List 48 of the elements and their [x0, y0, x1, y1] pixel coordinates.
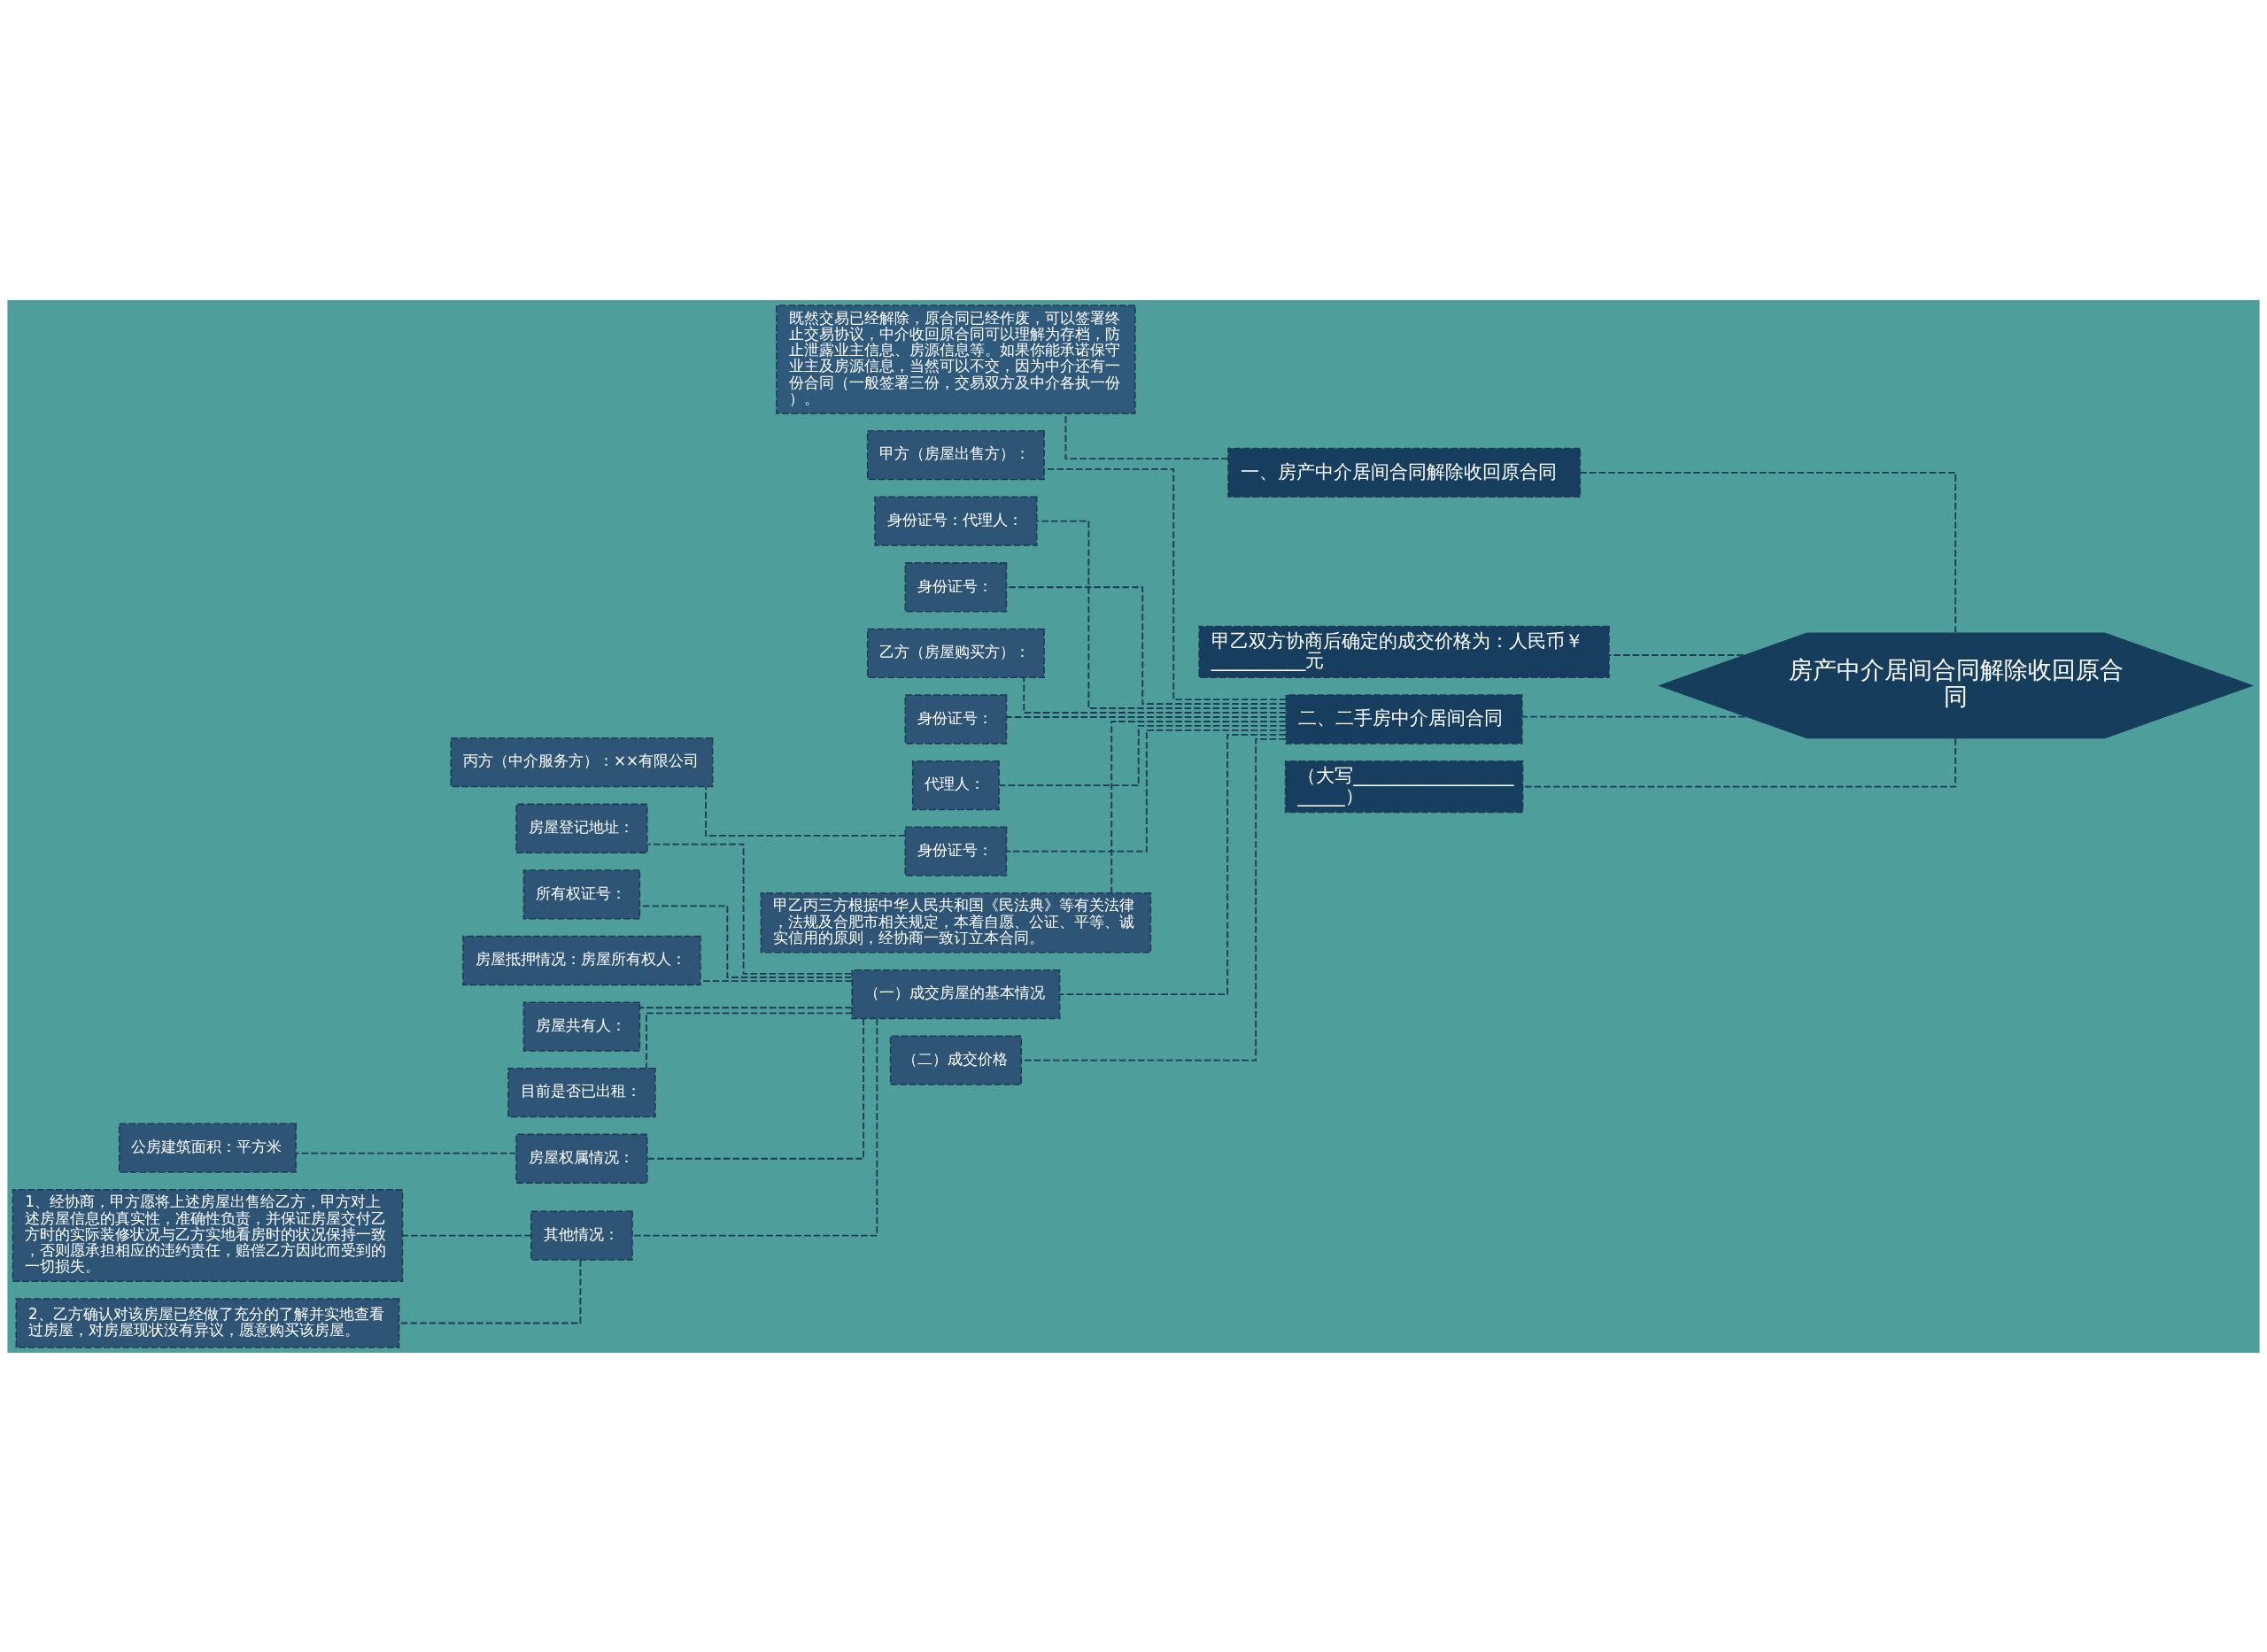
connector: [646, 1011, 853, 1069]
connector: [1036, 520, 1287, 709]
node-box: 既然交易已经解除，原合同已经作废，可以签署终止交易协议，中介收回原合同可以理解为存档，防止泄露业主信息、房源信息等。如果你能承诺保守业主及房源信息，当然可以不交，因为中介还有一份合同（一般签署三份，交易双方及中介各执一份）。: [776, 304, 1136, 414]
node-box: 身份证号：: [904, 826, 1008, 876]
connector: [295, 1152, 517, 1154]
node-box: 房屋登记地址：: [515, 803, 648, 853]
connector: [1110, 720, 1288, 894]
connector: [705, 785, 907, 837]
node-box: 其他情况：: [530, 1209, 633, 1261]
node-box: 目前是否已出租：: [507, 1067, 656, 1117]
connector: [631, 1017, 878, 1236]
node-box: 身份证号：: [904, 561, 1008, 612]
node-box: 乙方（房屋购买方）：: [866, 628, 1045, 678]
connector: [638, 1006, 853, 1008]
node-box: 2、乙方确认对该房屋已经做了充分的了解并实地查看过房屋，对房屋现状没有异议，愿意购买该房屋。: [15, 1297, 400, 1348]
node-box: 房屋权属情况：: [515, 1133, 648, 1184]
connector: [1005, 729, 1288, 853]
node-box: 所有权证号：: [522, 868, 641, 920]
node-box: 丙方（中介服务方）：××有限公司: [450, 737, 714, 787]
connector: [1522, 737, 1957, 787]
connector: [1579, 471, 1957, 633]
node-box: 二、二手房中介居间合同: [1285, 693, 1523, 745]
node-box: （二）成交价格: [889, 1034, 1022, 1085]
node-box: 身份证号：: [904, 693, 1008, 745]
connector: [1005, 715, 1287, 718]
connector: [1006, 585, 1288, 705]
connector: [1608, 653, 1745, 656]
connector: [646, 1017, 865, 1160]
connector: [1043, 467, 1288, 700]
node-box: 1、经协商，甲方愿将上述房屋出售给乙方，甲方对上述房屋信息的真实性，准确性负责，并保证房屋交付乙方时的实际装修状况与乙方实地看房时的状况保持一致，否则愿承担相应的违约责任，赔偿乙方因此而受到的一切损失。: [12, 1188, 404, 1282]
connector: [401, 1234, 532, 1236]
node-box: 一、房产中介居间合同解除收回原合同: [1227, 447, 1582, 498]
node-box: 房屋抵押情况：房屋所有权人：: [462, 935, 701, 985]
node-box: （大写______________________）: [1284, 760, 1524, 813]
node-box: 甲乙丙三方根据中华人民共和国《民法典》等有关法律，法规及合肥市相关规定，本着自愿、公证、平等、诚实信用的原则，经协商一致订立本合同。: [760, 892, 1152, 953]
node-box: 甲方（房屋出售方）：: [866, 429, 1045, 480]
connector: [398, 1258, 582, 1324]
node-box: （一）成交房屋的基本情况: [851, 969, 1061, 1019]
node-box: 代理人：: [911, 760, 1000, 810]
connector: [1521, 715, 1746, 717]
connector: [998, 724, 1288, 786]
connector: [646, 843, 853, 975]
connector: [1058, 733, 1287, 995]
node-box: 房屋共有人：: [522, 1000, 641, 1052]
node-box: 甲乙双方协商后确定的成交价格为：人民币￥__________元: [1198, 625, 1610, 678]
node-box: 身份证号：代理人：: [874, 496, 1038, 546]
connector: [1023, 676, 1288, 714]
node-box: 公房建筑面积：平方米: [119, 1122, 297, 1173]
